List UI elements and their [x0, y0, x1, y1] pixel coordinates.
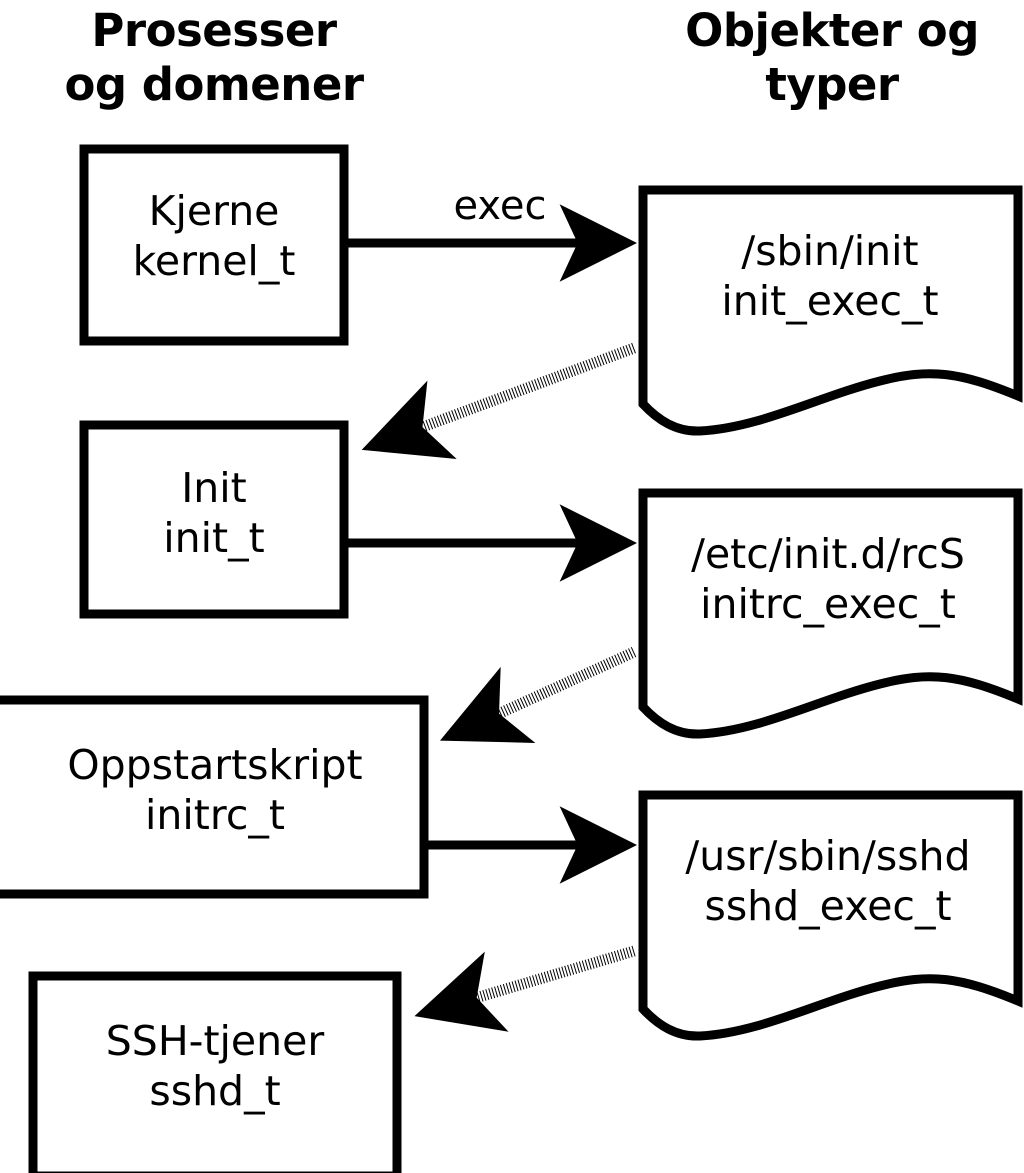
edge-initrc-exec-to-initrc	[439, 646, 637, 743]
process-box-kernel	[79, 144, 349, 346]
column-header-processes: Prosesser og domener	[64, 4, 364, 111]
object-doc-init-exec	[638, 185, 1023, 436]
process-box-initrc	[0, 695, 429, 899]
edge-sshd-exec-to-sshd	[414, 945, 636, 1032]
edge-init-exec-to-init	[361, 342, 636, 459]
object-doc-sshd-exec	[638, 790, 1023, 1041]
process-box-sshd	[28, 971, 402, 1173]
process-box-init	[79, 420, 349, 619]
edge-label-exec: exec	[453, 183, 547, 229]
object-doc-initrc-exec	[638, 488, 1023, 739]
column-header-objects: Objekter og typer	[685, 4, 979, 111]
